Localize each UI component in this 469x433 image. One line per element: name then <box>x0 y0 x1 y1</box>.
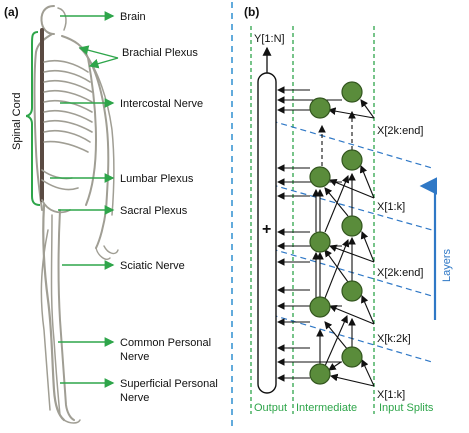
node <box>309 231 331 253</box>
column-output-label: Output <box>254 402 287 414</box>
spinal-cord-brace <box>25 31 41 206</box>
superficial-personal-label: Superficial Personal <box>120 378 218 390</box>
nodes <box>309 81 363 385</box>
nervous-system-illustration <box>33 5 119 424</box>
node <box>341 81 363 103</box>
brachial-plexus-label: Brachial Plexus <box>122 47 198 59</box>
brain-label: Brain <box>120 11 146 23</box>
node <box>341 346 363 368</box>
node <box>341 280 363 302</box>
split-label-3: X[2k:end] <box>377 267 423 279</box>
plus-sign: + <box>262 221 271 238</box>
output-y-label: Y[1:N] <box>254 33 285 45</box>
nerve-label-arrows <box>50 11 119 388</box>
lumbar-plexus-label: Lumbar Plexus <box>120 173 194 185</box>
split-label-top: X[2k:end] <box>377 125 423 137</box>
column-input-splits-label: Input Splits <box>379 402 434 414</box>
split-label-4: X[k:2k] <box>377 333 411 345</box>
panel-a-label: (a) <box>4 5 19 19</box>
panel-b-label: (b) <box>244 5 259 19</box>
spinal-cord-label: Spinal Cord <box>11 93 23 150</box>
split-label-bottom: X[1:k] <box>377 389 405 401</box>
sciatic-nerve-label: Sciatic Nerve <box>120 260 185 272</box>
node <box>309 363 331 385</box>
node <box>309 97 331 119</box>
intercostal-nerve-label: Intercostal Nerve <box>120 98 203 110</box>
layers-label: Layers <box>441 248 453 282</box>
sacral-plexus-label: Sacral Plexus <box>120 205 188 217</box>
panel-b: (b) + Y[1:N] <box>244 5 453 414</box>
column-separators <box>250 26 375 414</box>
common-personal-nerve-label: Nerve <box>120 351 149 363</box>
panel-a: (a) <box>4 5 218 424</box>
common-personal-label: Common Personal <box>120 337 211 349</box>
split-label-2: X[1:k] <box>377 201 405 213</box>
node <box>309 296 331 318</box>
connections <box>276 86 375 387</box>
node <box>341 149 363 171</box>
superficial-personal-nerve-label: Nerve <box>120 392 149 404</box>
node <box>341 215 363 237</box>
node <box>309 166 331 188</box>
column-intermediate-label: Intermediate <box>296 402 357 414</box>
